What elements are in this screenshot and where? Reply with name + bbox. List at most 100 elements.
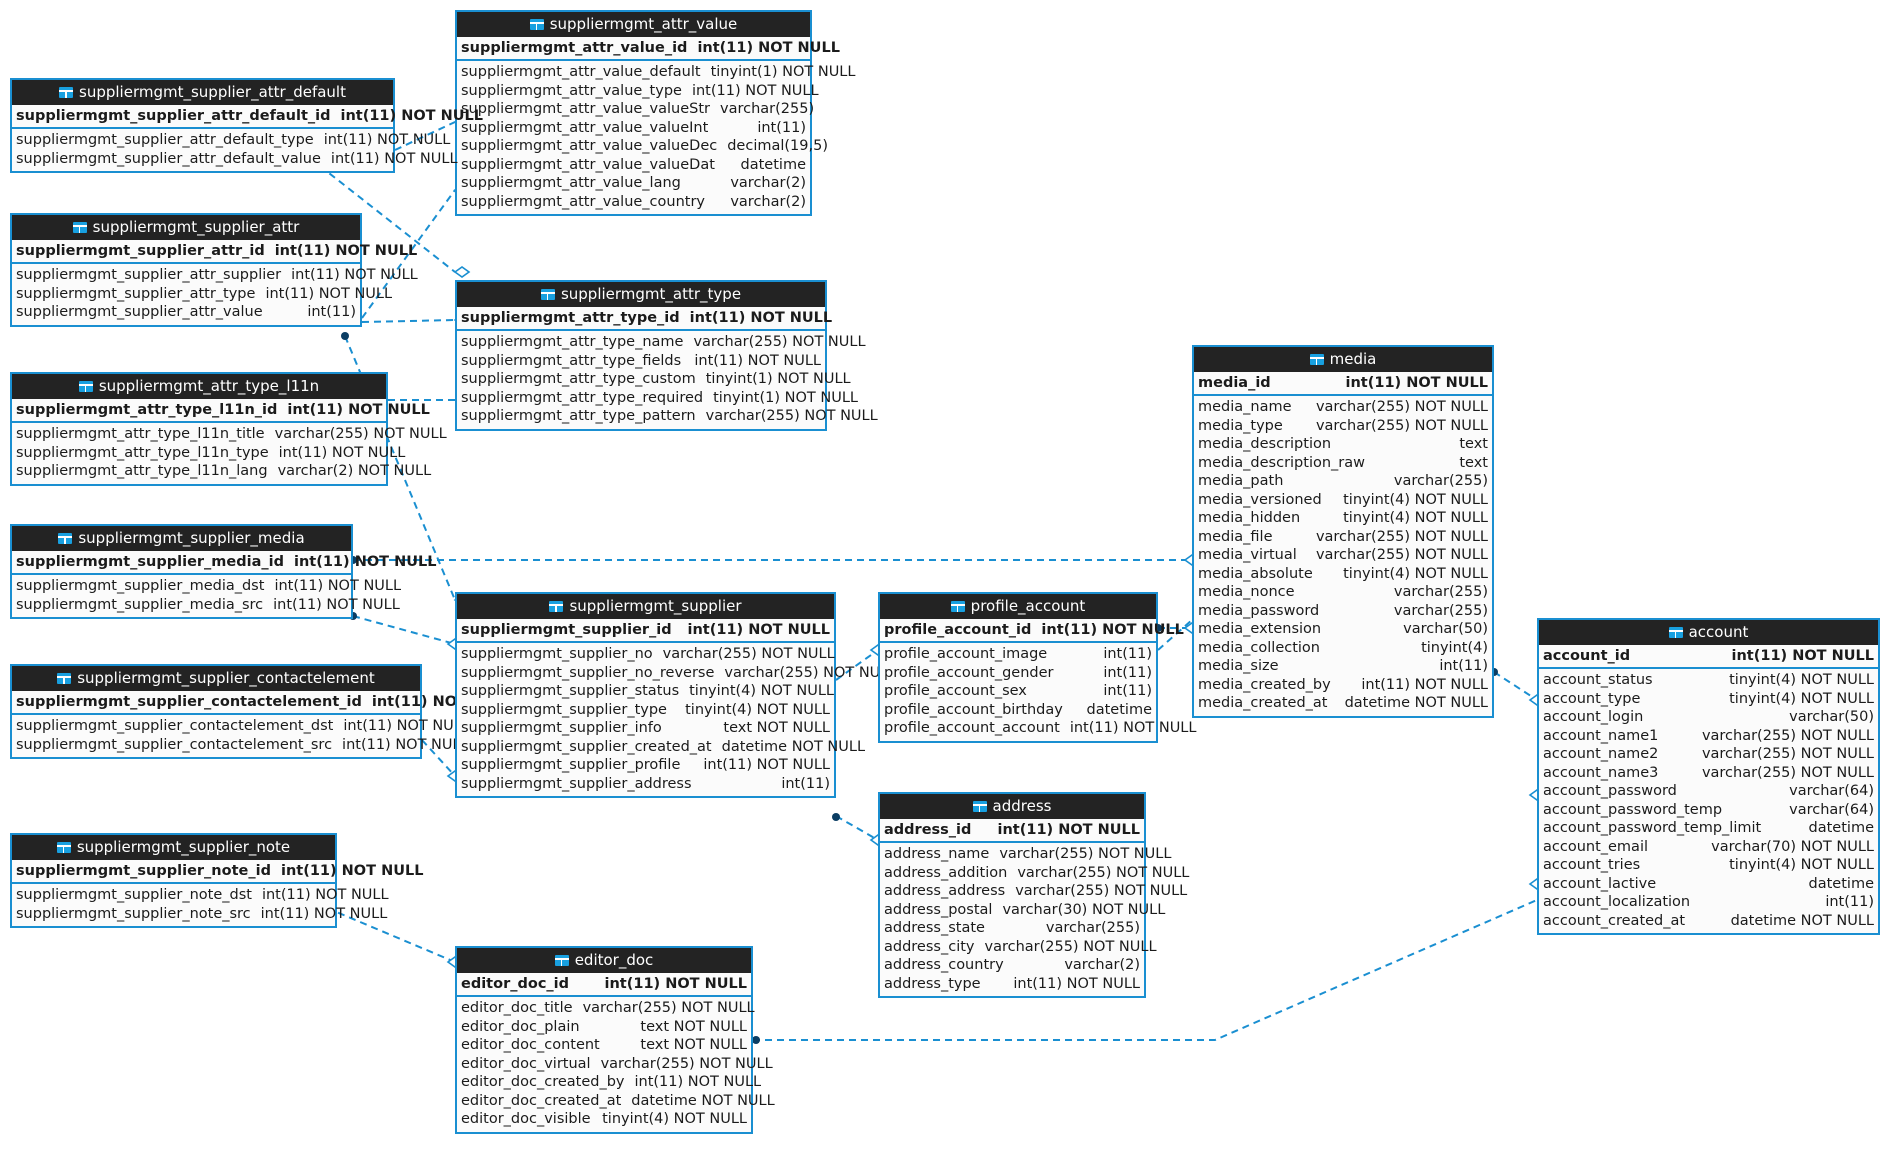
column-row[interactable]: suppliermgmt_supplier_attr_default_value…	[12, 150, 458, 169]
column-row[interactable]: suppliermgmt_supplier_contactelement_dst…	[12, 717, 470, 736]
column-row[interactable]: suppliermgmt_supplier_contactelement_src…	[12, 736, 469, 755]
